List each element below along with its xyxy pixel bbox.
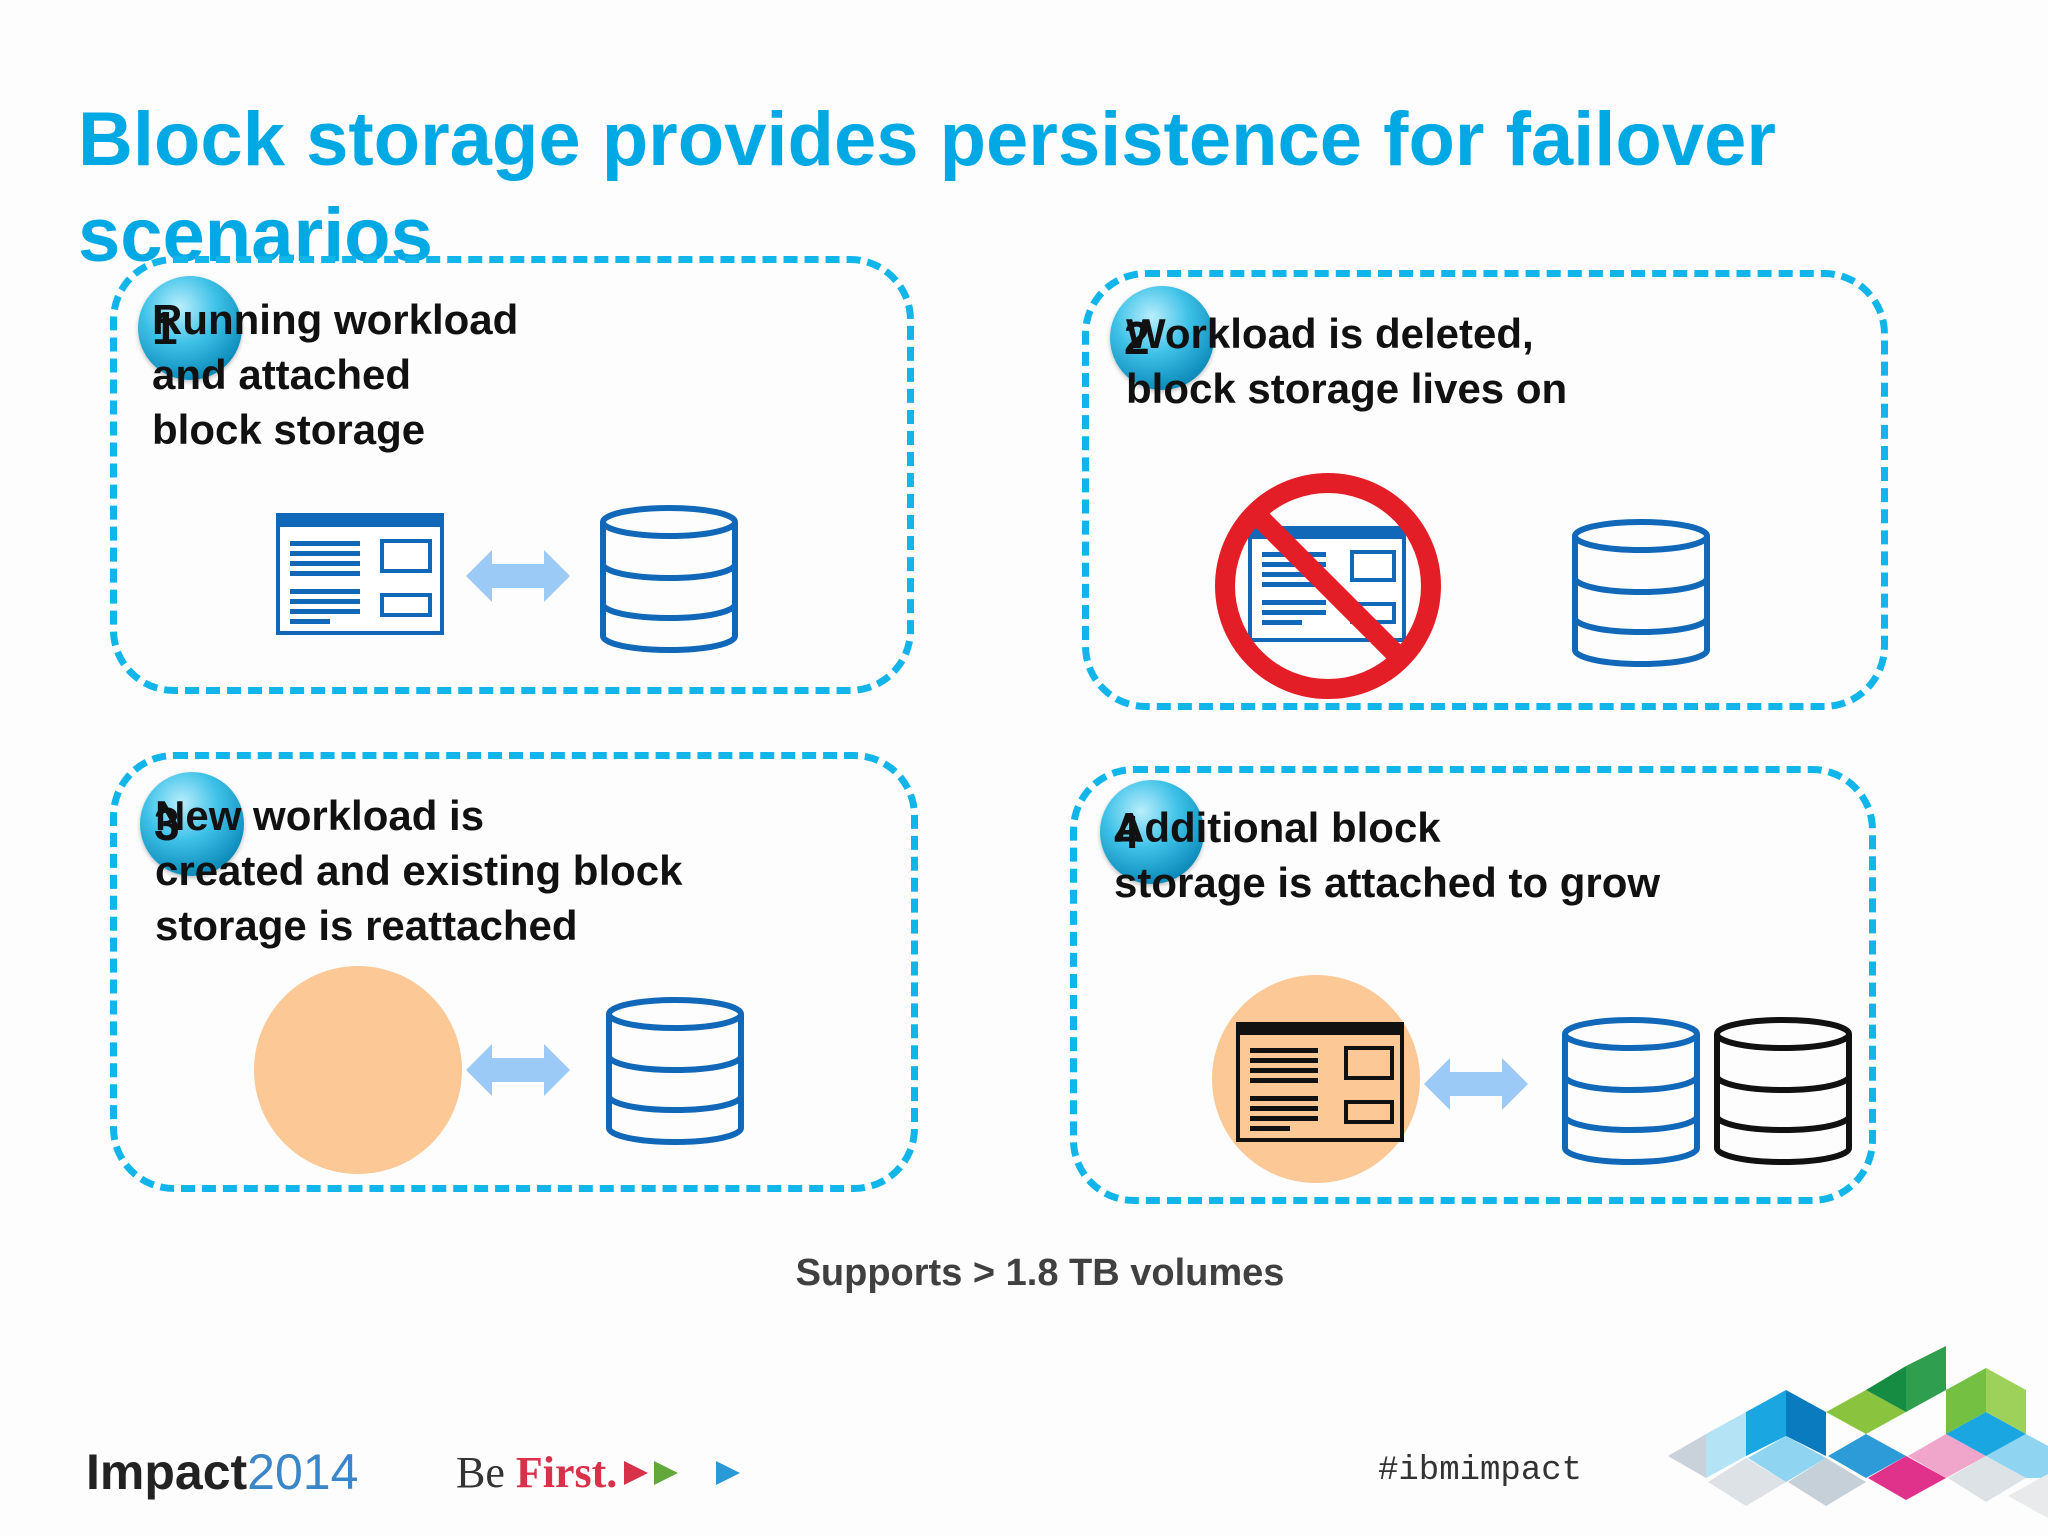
additional-block-storage-icon bbox=[1714, 1017, 1852, 1165]
footer-note: Supports > 1.8 TB volumes bbox=[795, 1252, 1285, 1294]
panel-2-border bbox=[1082, 270, 1888, 710]
impact-logo: Impact2014 bbox=[86, 1443, 358, 1501]
step-badge-2: 2 bbox=[1110, 286, 1214, 390]
tagline-first: First. bbox=[515, 1448, 618, 1497]
caption-line: New workload is bbox=[155, 792, 485, 839]
step-badge-3: 3 bbox=[140, 772, 244, 876]
new-workload-circle-icon bbox=[254, 966, 462, 1174]
step-number-1: 1 bbox=[152, 302, 178, 354]
double-arrow-icon bbox=[466, 1044, 570, 1096]
slide-title: Block storage provides persistence for f… bbox=[78, 97, 1776, 278]
caption-line: and attached bbox=[152, 351, 412, 398]
panel-1-border bbox=[110, 256, 914, 694]
caption-line: Running workload bbox=[152, 296, 519, 343]
hashtag: #ibmimpact bbox=[1378, 1452, 1583, 1490]
step-badge-1: 1 bbox=[138, 276, 242, 380]
panel-4-caption: Additional block storage is attached to … bbox=[1114, 800, 1660, 910]
play-arrows-icon bbox=[624, 1461, 740, 1485]
step-badge-4: 4 bbox=[1100, 780, 1204, 884]
caption-line: storage is attached to grow bbox=[1114, 859, 1661, 906]
workload-window-icon bbox=[276, 513, 444, 635]
deleted-workload-icon bbox=[1215, 473, 1441, 699]
step-number-4: 4 bbox=[1114, 806, 1140, 858]
brand-word: Impact bbox=[86, 1444, 248, 1500]
attached-workload-icon bbox=[1212, 975, 1420, 1183]
panel-4-border bbox=[1070, 766, 1876, 1204]
double-arrow-icon bbox=[1424, 1058, 1528, 1110]
caption-line: created and existing block bbox=[155, 847, 683, 894]
panel-3-border bbox=[110, 752, 918, 1192]
block-storage-icon bbox=[606, 997, 744, 1145]
caption-line: storage is reattached bbox=[155, 902, 578, 949]
caption-line: block storage lives on bbox=[1126, 365, 1568, 412]
double-arrow-icon bbox=[466, 550, 570, 602]
brand-year: 2014 bbox=[247, 1444, 359, 1500]
step-number-2: 2 bbox=[1124, 312, 1150, 364]
caption-line: Additional block bbox=[1114, 804, 1441, 851]
cube-mosaic-logo bbox=[1668, 1346, 2048, 1518]
block-storage-icon bbox=[600, 505, 738, 653]
caption-line: Workload is deleted, bbox=[1126, 310, 1534, 357]
tagline: Be First. bbox=[456, 1447, 617, 1498]
panel-3-caption: New workload is created and existing blo… bbox=[155, 788, 683, 953]
block-storage-icon bbox=[1562, 1017, 1700, 1165]
block-storage-icon bbox=[1572, 519, 1710, 667]
caption-line: block storage bbox=[152, 406, 426, 453]
panel-2-caption: Workload is deleted, block storage lives… bbox=[1126, 306, 1567, 416]
step-number-3: 3 bbox=[154, 798, 180, 850]
tagline-be: Be bbox=[456, 1448, 505, 1497]
panel-1-caption: Running workload and attached block stor… bbox=[152, 292, 518, 457]
